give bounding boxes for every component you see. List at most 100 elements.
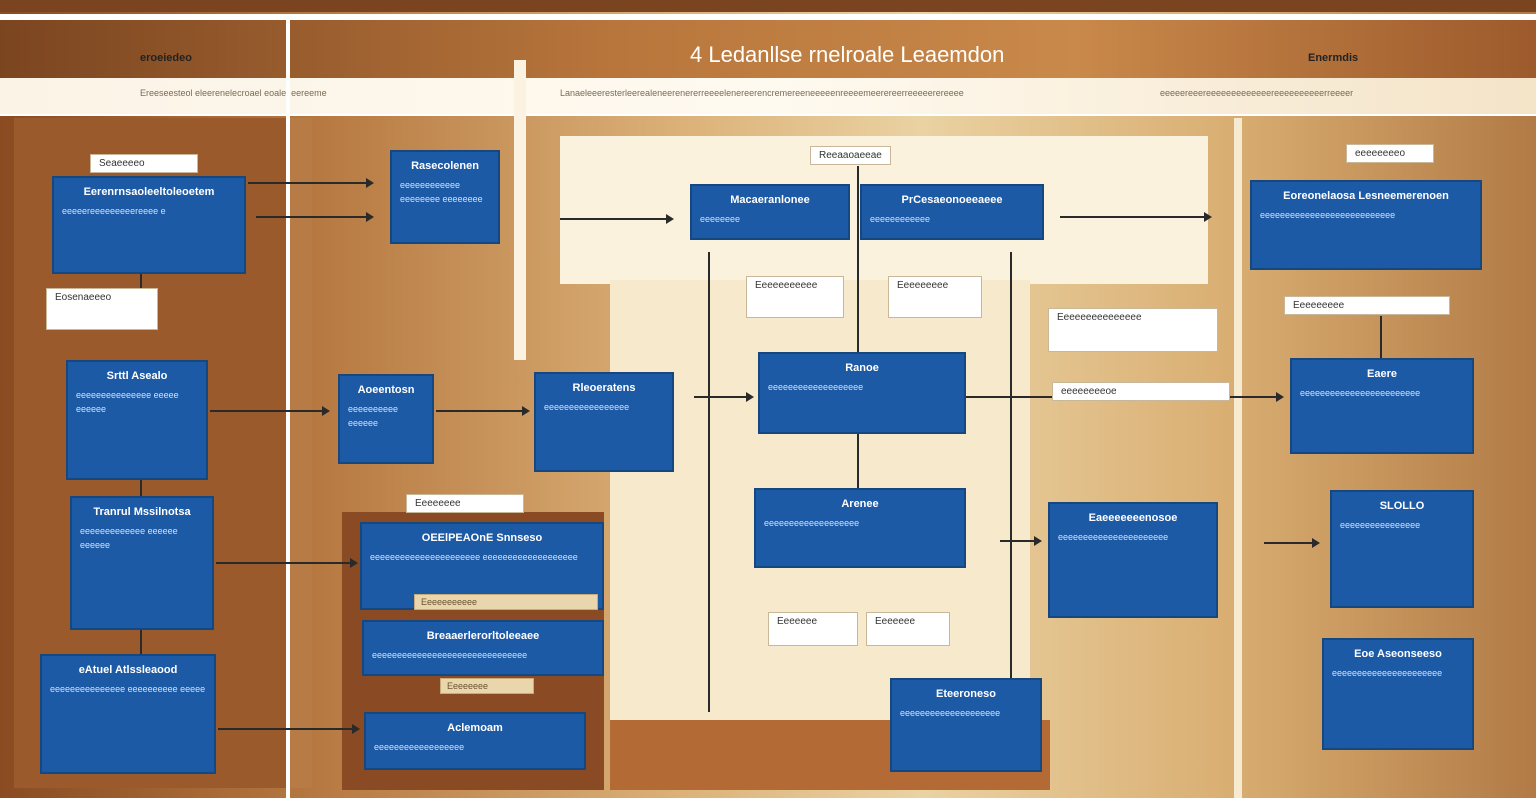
connector xyxy=(1010,252,1012,678)
card-body: eeeeeeeeeeeeeeeeeeeeee xyxy=(1332,668,1443,678)
card-title: Eerenrnsaoleeltoleoetem xyxy=(83,186,215,198)
arrow xyxy=(560,214,674,224)
connector xyxy=(140,274,142,288)
card-col3-bottom[interactable]: Aclemoam eeeeeeeeeeeeeeeeee xyxy=(364,712,586,770)
vertical-divider xyxy=(286,20,290,798)
card-right-bottom[interactable]: Eoe Aseonseeso eeeeeeeeeeeeeeeeeeeeee xyxy=(1322,638,1474,750)
small-label: Eeeeeeee xyxy=(406,494,524,513)
right-note-2: Eeeeeeeeeeeeeee xyxy=(1048,308,1218,352)
card-col2-mid[interactable]: Aoeentosn eeeeeeeeee eeeeee xyxy=(338,374,434,464)
card-title: Macaeranlonee xyxy=(730,194,810,206)
card-body: eeeeeeeeeeeeeeeeeee xyxy=(764,518,860,528)
vertical-divider xyxy=(1234,118,1242,798)
card-center-mid[interactable]: Ranoe eeeeeeeeeeeeeeeeeee xyxy=(758,352,966,434)
left-column-edge xyxy=(290,118,312,788)
connector xyxy=(140,630,142,654)
header-right-tag: Enermdis xyxy=(1308,52,1359,64)
card-right-top[interactable]: Eoreonelaosa Lesneemerenoen eeeeeeeeeeee… xyxy=(1250,180,1482,270)
vertical-divider xyxy=(514,60,526,360)
arrow xyxy=(1264,538,1320,548)
center-mini-1: Eeeeeee xyxy=(768,612,858,646)
arrow xyxy=(1000,536,1042,546)
card-col3-mid[interactable]: Rleoeratens eeeeeeeeeeeeeeeee xyxy=(534,372,674,472)
card-right-d[interactable]: SLOLLO eeeeeeeeeeeeeeee xyxy=(1330,490,1474,608)
card-title: SLOLLO xyxy=(1379,500,1425,512)
right-small-label: eeeeeeeeoe xyxy=(1052,382,1230,401)
right-note: Eeeeeeeee xyxy=(1284,296,1450,315)
card-body: eeeeeeeeeeeeeee eeeeeeeeee eeeee xyxy=(50,684,206,694)
subtitle-left: Ereeseesteol eleerenelecroael eoalet eer… xyxy=(140,88,327,98)
card-title: Aclemoam xyxy=(447,722,503,734)
card-center-top1[interactable]: Macaeranlonee eeeeeeee xyxy=(690,184,850,240)
card-title: Tranrul Mssilnotsa xyxy=(93,506,191,518)
card-center-top2[interactable]: PrCesaeonoeeaeee eeeeeeeeeeee xyxy=(860,184,1044,240)
card-body: eeeeeeeeee eeeeee xyxy=(348,404,399,428)
tan-label: Eeeeeeeeeee xyxy=(414,594,598,610)
card-left-mid2[interactable]: Tranrul Mssilnotsa eeeeeeeeeeeee eeeeee … xyxy=(70,496,214,630)
card-title: Eoe Aseonseeso xyxy=(1354,648,1442,660)
card-title: eAtuel Atlssleaood xyxy=(78,664,178,676)
card-title: Rasecolenen xyxy=(411,160,479,172)
center-top-label: Reeaaoaeeae xyxy=(810,146,891,165)
card-col3-big2[interactable]: Breaaerlerorltoleeaee eeeeeeeeeeeeeeeeee… xyxy=(362,620,604,676)
arrow xyxy=(216,558,358,568)
card-title: Eteeroneso xyxy=(936,688,996,700)
diagram-title: 4 Ledanllse rnelroale Leaemdon xyxy=(690,42,1005,67)
subtitle-right: eeeeereeereeeeeeeeeeeeereeeeeeeeeerreeee… xyxy=(1160,88,1354,98)
card-left-mid1[interactable]: Srttl Asealo eeeeeeeeeeeeeee eeeee eeeee… xyxy=(66,360,208,480)
card-title: Eaeeeeeeenosoe xyxy=(1088,512,1178,524)
right-tag-label: eeeeeeeeo xyxy=(1346,144,1434,163)
center-mini-2: Eeeeeee xyxy=(866,612,950,646)
connector xyxy=(857,434,859,488)
arrow xyxy=(436,406,530,416)
top-bar xyxy=(0,0,1536,12)
card-body: eeeeeeee xyxy=(700,214,741,224)
card-body: eeeeeeeeeeeeeee eeeee eeeeee xyxy=(76,390,179,414)
card-center-low[interactable]: Arenee eeeeeeeeeeeeeeeeeee xyxy=(754,488,966,568)
card-title: Aoeentosn xyxy=(357,384,415,396)
connector xyxy=(857,166,859,352)
card-body: eeeeeeeeeeeeeeeeeeeeee eeeeeeeeeeeeeeeee… xyxy=(370,552,578,562)
card-left-top[interactable]: Eerenrnsaoleeltoleoetem eeeeereeeeeeeeer… xyxy=(52,176,246,274)
card-title: PrCesaeonoeeaeee xyxy=(901,194,1003,206)
subtitle-middle: Lanaeleeeresterleerealeneerenererreeeele… xyxy=(560,88,964,98)
card-title: Arenee xyxy=(841,498,879,510)
arrow xyxy=(218,724,360,734)
center-note-a: Eeeeeeeeeee xyxy=(746,276,844,318)
top-divider xyxy=(0,14,1536,20)
card-body: eeeeeeeeeeeee eeeeee eeeeee xyxy=(80,526,178,550)
card-body: eeeeeeeeeeeeeeeeee xyxy=(374,742,465,752)
card-body: eeeeeeeeeeeeeeeeeeeeeeeeeeeeeee xyxy=(372,650,528,660)
card-body: eeeeeeeeeeeeeeeeeeeeeeeeeee xyxy=(1260,210,1396,220)
card-body: eeeeeeeeeeee eeeeeeee eeeeeeee xyxy=(400,180,483,204)
connector xyxy=(708,252,710,712)
center-note-b: Eeeeeeeee xyxy=(888,276,982,318)
card-body: eeeeeeeeeeeeeeee xyxy=(1340,520,1421,530)
arrow xyxy=(256,212,374,222)
arrow xyxy=(210,406,330,416)
card-right-c[interactable]: Eaeeeeeeenosoe eeeeeeeeeeeeeeeeeeeeee xyxy=(1048,502,1218,618)
card-body: eeeeeeeeeeee xyxy=(870,214,931,224)
header-left-tag: eroeiedeo xyxy=(140,52,192,64)
card-title: Ranoe xyxy=(845,362,879,374)
left-note: Eosenaeeeo xyxy=(46,288,158,330)
arrow xyxy=(694,392,754,402)
card-title: Eoreonelaosa Lesneemerenoen xyxy=(1283,190,1449,202)
arrow xyxy=(1060,212,1212,222)
card-title: OEElPEAOnE Snnseso xyxy=(421,532,543,544)
card-right-mid[interactable]: Eaere eeeeeeeeeeeeeeeeeeeeeeee xyxy=(1290,358,1474,454)
card-body: eeeeeeeeeeeeeeeeeeeeee xyxy=(1058,532,1169,542)
left-small-label: Seaeeeeo xyxy=(90,154,198,173)
card-col2-top[interactable]: Rasecolenen eeeeeeeeeeee eeeeeeee eeeeee… xyxy=(390,150,500,244)
connector xyxy=(140,480,142,496)
header-bar: eroeiedeo 4 Ledanllse rnelroale Leaemdon… xyxy=(0,20,1536,78)
card-title: Srttl Asealo xyxy=(106,370,168,382)
card-left-bottom[interactable]: eAtuel Atlssleaood eeeeeeeeeeeeeee eeeee… xyxy=(40,654,216,774)
card-body: eeeeeeeeeeeeeeeeeeeeeeee xyxy=(1300,388,1421,398)
card-body: eeeeereeeeeeeeereeee e xyxy=(62,206,166,216)
card-title: Eaere xyxy=(1367,368,1397,380)
card-body: eeeeeeeeeeeeeeeee xyxy=(544,402,630,412)
card-center-bottom[interactable]: Eteeroneso eeeeeeeeeeeeeeeeeeee xyxy=(890,678,1042,772)
connector xyxy=(1380,316,1382,358)
card-title: Breaaerlerorltoleeaee xyxy=(426,630,540,642)
